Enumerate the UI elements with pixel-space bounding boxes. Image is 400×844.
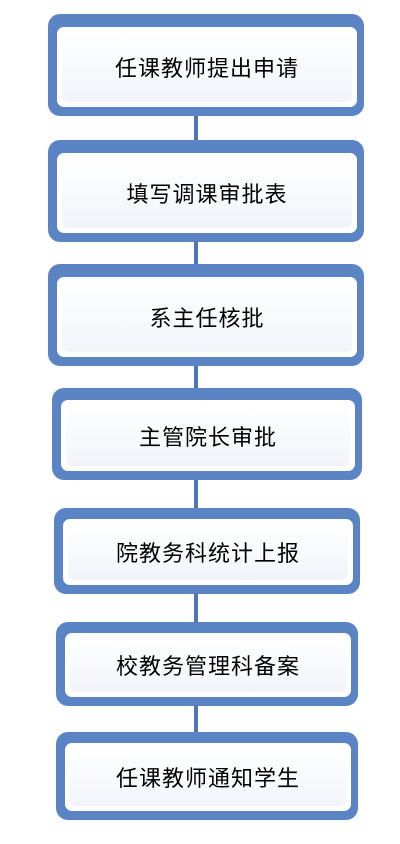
flow-step-label: 校教务管理科备案	[115, 655, 300, 680]
flow-step-5: 院教务科统计上报	[54, 508, 360, 594]
flow-step-label: 系主任核批	[149, 307, 265, 332]
flow-step-label: 任课教师通知学生	[115, 767, 300, 792]
flow-step-2: 填写调课审批表	[48, 140, 364, 242]
connector-line	[194, 114, 198, 144]
connector-line	[194, 480, 198, 512]
flow-step-label: 填写调课审批表	[126, 183, 288, 208]
flow-step-3: 系主任核批	[48, 264, 364, 366]
flow-step-label: 主管院长审批	[138, 425, 277, 451]
flow-step-label: 任课教师提出申请	[114, 57, 299, 82]
connector-line	[194, 362, 198, 392]
flow-step-6: 校教务管理科备案	[56, 622, 358, 706]
connector-line	[194, 590, 198, 626]
flow-step-label: 院教务科统计上报	[115, 542, 300, 567]
connector-line	[194, 702, 198, 736]
connector-line	[194, 238, 198, 268]
flow-step-1: 任课教师提出申请	[48, 14, 364, 116]
flow-step-4: 主管院长审批	[52, 388, 362, 480]
flow-step-7: 任课教师通知学生	[56, 732, 358, 820]
